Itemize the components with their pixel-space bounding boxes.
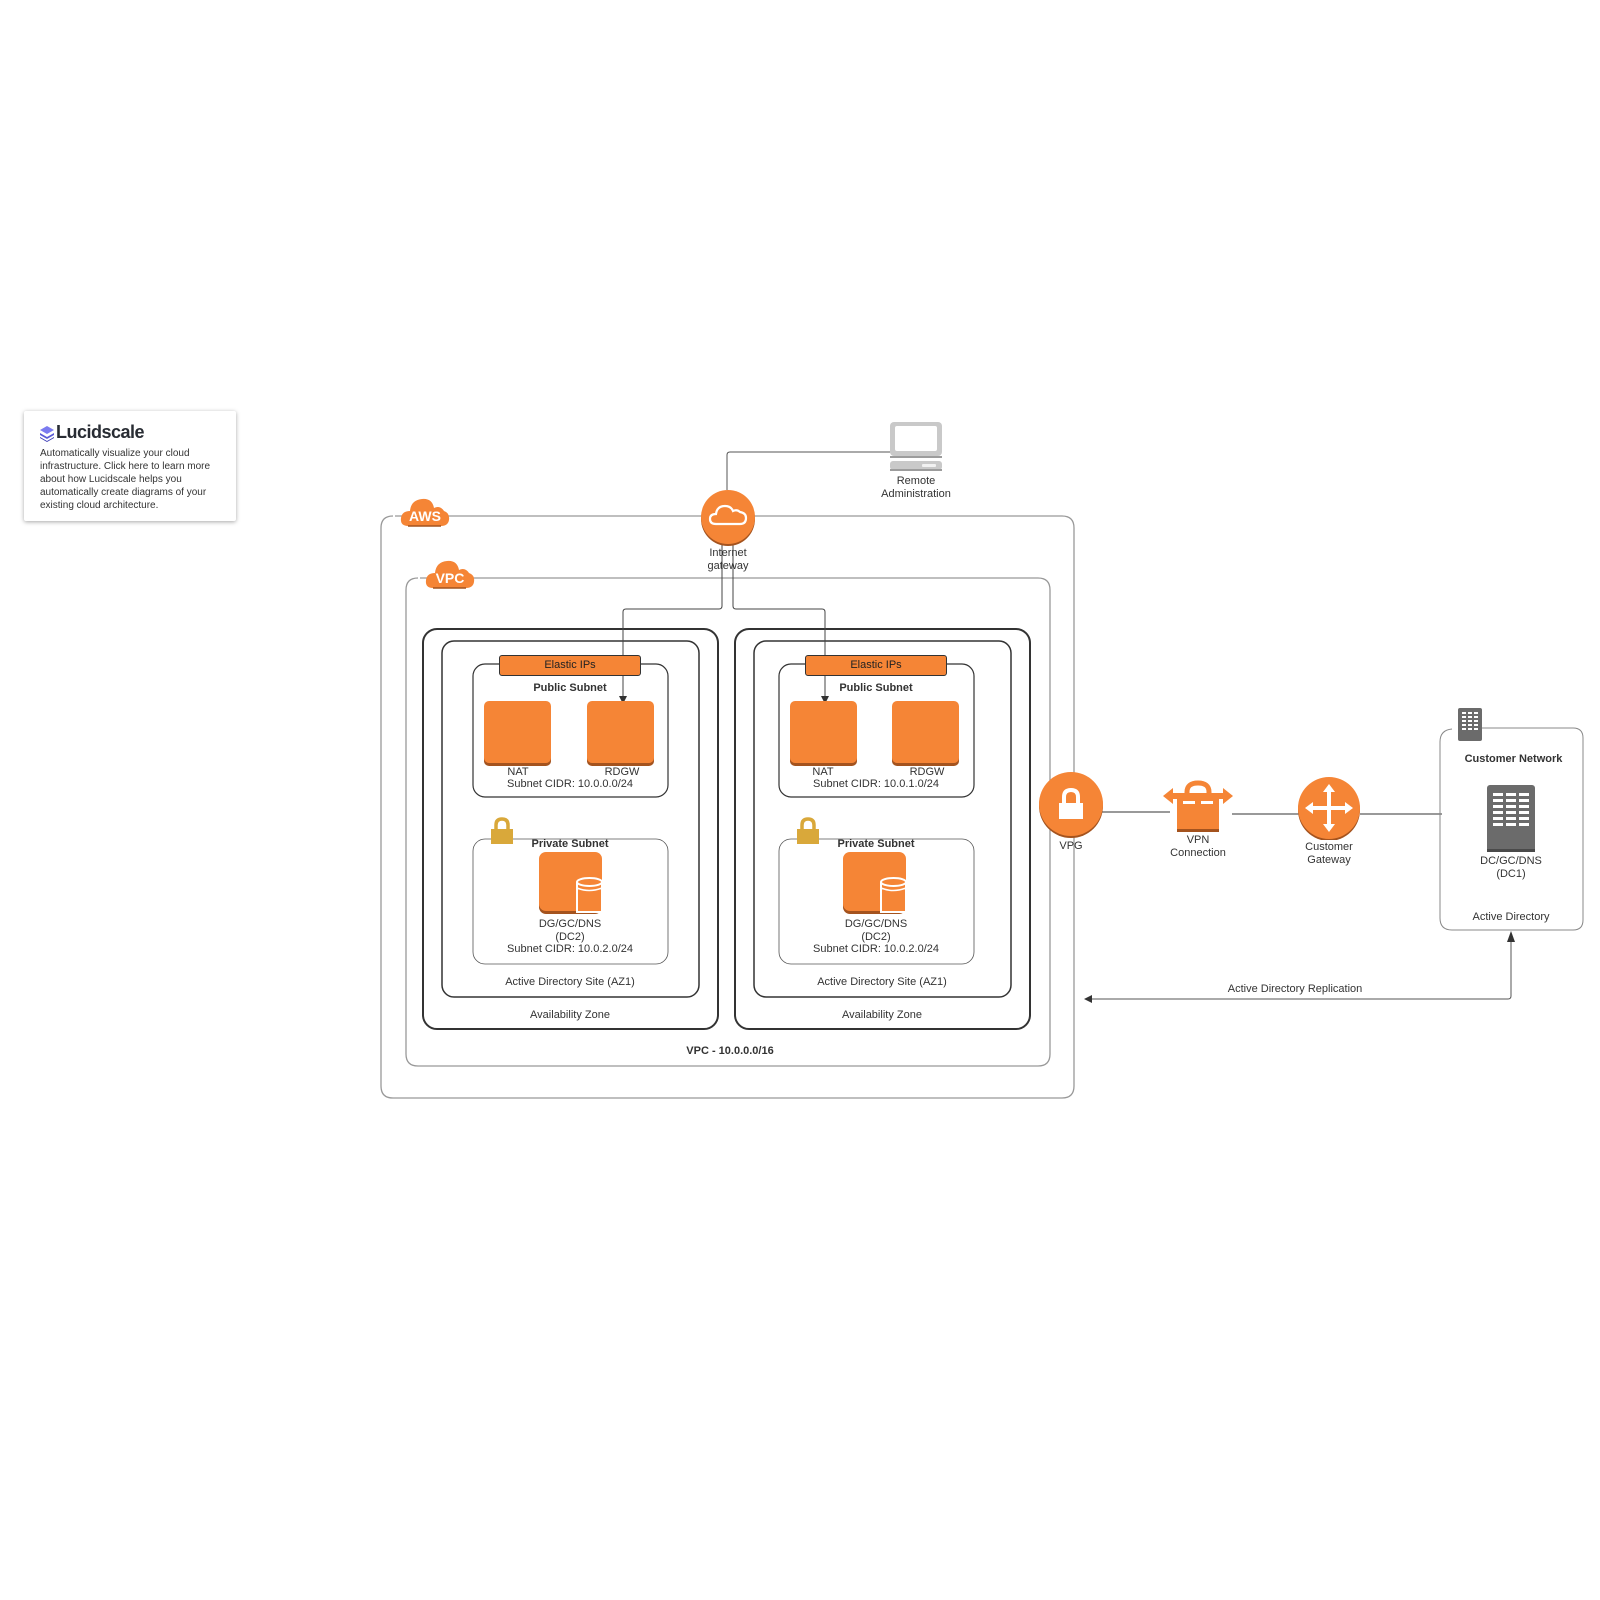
ad-site-2-label: Active Directory Site (AZ1)	[817, 976, 947, 988]
lucidscale-promo-card[interactable]: Lucidscale Automatically visualize your …	[24, 411, 236, 521]
private-subnet-2-cidr: Subnet CIDR: 10.0.2.0/24	[813, 943, 939, 955]
customer-network-title: Customer Network	[1464, 753, 1563, 765]
dc2-instance-1-label-line2: (DC2)	[555, 931, 585, 943]
dc2-instance-1[interactable]	[539, 852, 603, 916]
private-subnet-2-lock-icon	[797, 817, 819, 844]
nat-instance-2-label: NAT	[812, 766, 834, 778]
private-subnet-1-title: Private Subnet	[531, 838, 609, 850]
internet-gateway-label-line2: gateway	[707, 560, 749, 572]
vpc-badge-label: VPC	[435, 570, 465, 586]
vpc-cidr-label: VPC - 10.0.0.0/16	[686, 1045, 774, 1057]
customer-gateway-node[interactable]	[1297, 776, 1361, 841]
remote-admin-label-line1: Remote	[896, 475, 936, 487]
elastic-ips-bar-2[interactable]: Elastic IPs	[805, 655, 947, 676]
dc2-instance-1-label-line1: DG/GC/DNS	[538, 918, 602, 930]
promo-description: Automatically visualize your cloud infra…	[40, 448, 211, 511]
vpg-node[interactable]	[1038, 772, 1104, 838]
vpn-label-line1: VPN	[1186, 834, 1210, 846]
private-subnet-1-lock-icon	[491, 817, 513, 844]
aws-badge: AWS	[400, 494, 450, 528]
replication-arrowhead-up	[1507, 931, 1515, 942]
vpn-label-line2: Connection	[1170, 847, 1226, 859]
aws-cloud-icon	[400, 498, 450, 527]
database-server-icon	[843, 852, 907, 914]
public-subnet-1-cidr: Subnet CIDR: 10.0.0.0/24	[507, 778, 633, 790]
private-subnet-2-title: Private Subnet	[837, 838, 915, 850]
dc1-server-label-line2: (DC1)	[1496, 868, 1526, 880]
vpn-icon	[1163, 780, 1233, 832]
lucidscale-brand: Lucidscale	[56, 422, 145, 442]
public-subnet-2-title: Public Subnet	[839, 682, 913, 694]
elastic-ips-bar-1[interactable]: Elastic IPs	[499, 655, 641, 676]
internet-gateway-node[interactable]	[700, 490, 756, 546]
dc1-server-node[interactable]	[1487, 785, 1535, 853]
vpn-connection-node[interactable]	[1163, 780, 1233, 832]
ad-site-1-label: Active Directory Site (AZ1)	[505, 976, 635, 988]
availability-zone-1-label: Availability Zone	[530, 1009, 610, 1021]
internet-gateway-cloud-icon	[701, 490, 755, 546]
dc1-server-label-line1: DC/GC/DNS	[1480, 855, 1542, 867]
customer-network-footer: Active Directory	[1472, 911, 1550, 923]
rdgw-instance-2[interactable]	[892, 701, 959, 763]
public-subnet-2-cidr: Subnet CIDR: 10.0.1.0/24	[813, 778, 939, 790]
router-icon	[1298, 777, 1360, 841]
server-rack-icon	[1487, 785, 1535, 852]
remote-admin-connector	[726, 451, 892, 490]
remote-admin-label-line2: Administration	[881, 488, 951, 500]
nat-instance-2[interactable]	[790, 701, 857, 763]
rdgw-instance-1[interactable]	[587, 701, 654, 763]
corporate-building-icon	[1458, 708, 1482, 741]
database-server-icon	[539, 852, 603, 914]
customer-gateway-label-line1: Customer	[1305, 841, 1353, 853]
laptop-icon	[890, 422, 942, 471]
private-subnet-1-cidr: Subnet CIDR: 10.0.2.0/24	[507, 943, 633, 955]
nat-instance-1-label: NAT	[507, 766, 529, 778]
dc2-instance-2-label-line1: DG/GC/DNS	[844, 918, 908, 930]
rdgw-instance-1-label: RDGW	[604, 766, 640, 778]
public-subnet-1-title: Public Subnet	[533, 682, 607, 694]
availability-zone-2-label: Availability Zone	[842, 1009, 922, 1021]
remote-admin-node[interactable]	[886, 420, 946, 472]
vpg-label: VPG	[1059, 840, 1083, 852]
vpg-lock-icon	[1039, 772, 1103, 838]
dc2-instance-2[interactable]	[843, 852, 907, 916]
replication-label: Active Directory Replication	[1227, 983, 1363, 995]
customer-gateway-label-line2: Gateway	[1307, 854, 1351, 866]
lucidscale-logo-icon	[40, 426, 54, 442]
dc2-instance-2-label-line2: (DC2)	[861, 931, 891, 943]
rdgw-instance-2-label: RDGW	[909, 766, 945, 778]
vpc-cloud-icon	[425, 560, 475, 589]
vpc-badge: VPC	[425, 556, 475, 590]
nat-instance-1[interactable]	[484, 701, 551, 763]
aws-container-border	[380, 515, 1075, 1099]
aws-badge-label: AWS	[409, 508, 441, 524]
internet-gateway-label-line1: Internet	[709, 547, 747, 559]
